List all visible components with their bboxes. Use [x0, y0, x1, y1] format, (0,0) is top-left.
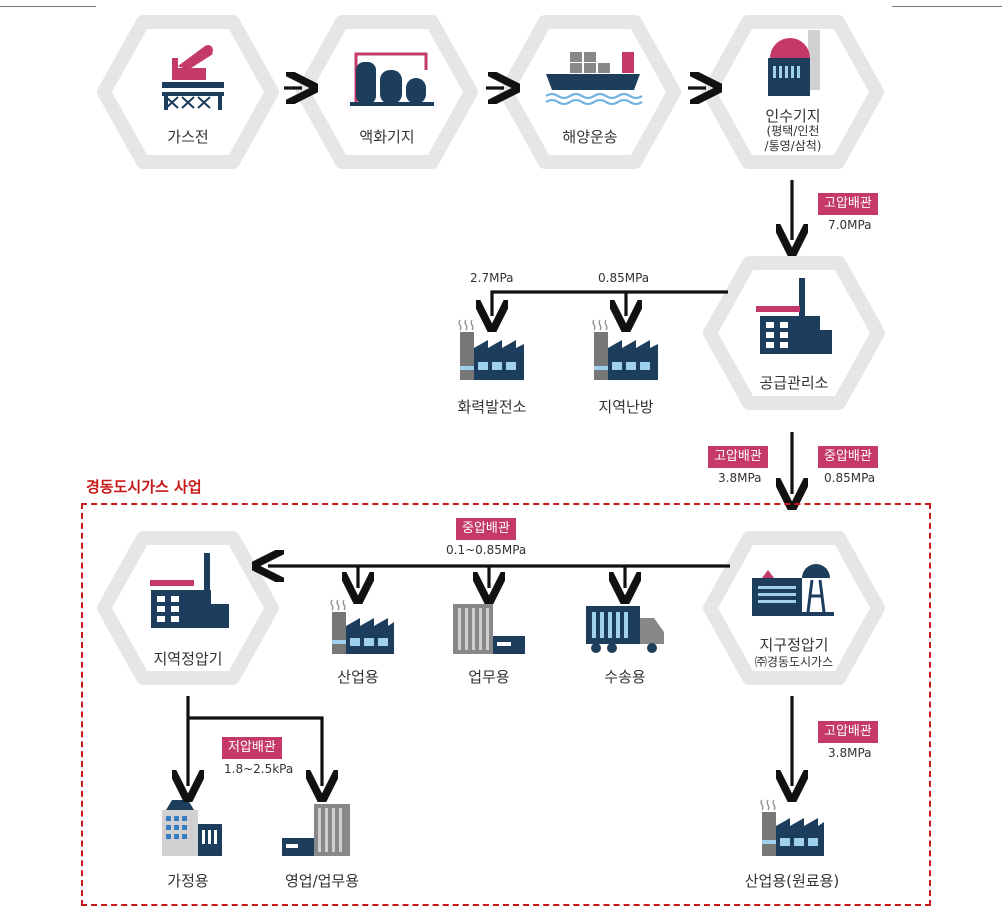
- label-marine-transport: 해양운송: [562, 128, 618, 146]
- house-building-icon: [162, 800, 222, 856]
- industrial-factory-icon: [330, 599, 394, 654]
- tag-mp2: 중압배관: [456, 518, 516, 540]
- label-liquefaction: 액화기지: [359, 128, 415, 146]
- top-rule-left: [0, 6, 96, 7]
- pipe-commercial: [188, 716, 322, 786]
- district-governor-icon: [752, 564, 834, 616]
- oil-rig-icon: [162, 45, 224, 110]
- top-rule-right: [892, 6, 1002, 7]
- label-receiving-sub2: /통영/삼척): [764, 139, 822, 153]
- label-district-governor-sub: ㈜경동도시가스: [754, 655, 834, 669]
- regional-governor-icon: [150, 553, 229, 628]
- pipe-supply-branch: [492, 290, 728, 316]
- press-supply-left: 2.7MPa: [470, 271, 514, 285]
- tag-hp1: 고압배관: [818, 193, 878, 215]
- label-commercial: 영업/업무용: [284, 872, 360, 890]
- lng-ship-icon: [545, 52, 643, 105]
- label-industrial: 산업용: [337, 668, 379, 686]
- press-mp1: 0.85MPa: [824, 471, 876, 485]
- district-heating-factory-icon: [592, 319, 658, 380]
- tag-hp3: 고압배관: [818, 721, 878, 743]
- label-supply-station: 공급관리소: [759, 374, 829, 392]
- office-building-icon: [453, 604, 525, 654]
- thermal-power-factory-icon: [458, 319, 524, 380]
- label-business: 업무용: [468, 668, 510, 686]
- truck-icon: [586, 606, 664, 653]
- press-supply-right: 0.85MPa: [598, 271, 650, 285]
- press-hp3: 3.8MPa: [828, 746, 872, 760]
- press-mp2: 0.1~0.85MPa: [446, 543, 527, 557]
- label-receiving-sub1: (평택/인천: [766, 124, 820, 138]
- label-district-governor: 지구정압기: [759, 636, 829, 654]
- tag-lp: 저압배관: [222, 737, 282, 759]
- label-district-heating: 지역난방: [598, 398, 654, 416]
- label-receiving-terminal: 인수기지: [765, 107, 821, 125]
- receiving-terminal-icon: [768, 30, 820, 96]
- tag-hp2: 고압배관: [708, 446, 768, 468]
- tag-mp1: 중압배관: [818, 446, 878, 468]
- region-box: [81, 503, 931, 906]
- label-transport: 수송용: [604, 668, 646, 686]
- commercial-building-icon: [282, 804, 350, 856]
- label-household: 가정용: [167, 872, 209, 890]
- liquefaction-plant-icon: [350, 52, 434, 106]
- label-gas-field: 가스전: [167, 128, 209, 146]
- press-hp2: 3.8MPa: [718, 471, 762, 485]
- supply-station-icon: [756, 278, 832, 354]
- press-hp1: 7.0MPa: [828, 218, 872, 232]
- label-regional-governor: 지역정압기: [153, 650, 223, 668]
- region-title: 경동도시가스 사업: [86, 478, 202, 496]
- press-lp: 1.8~2.5kPa: [224, 762, 294, 776]
- label-thermal-power: 화력발전소: [457, 398, 527, 416]
- industrial-raw-factory-icon: [760, 799, 824, 856]
- label-industrial-raw: 산업용(원료용): [744, 872, 840, 890]
